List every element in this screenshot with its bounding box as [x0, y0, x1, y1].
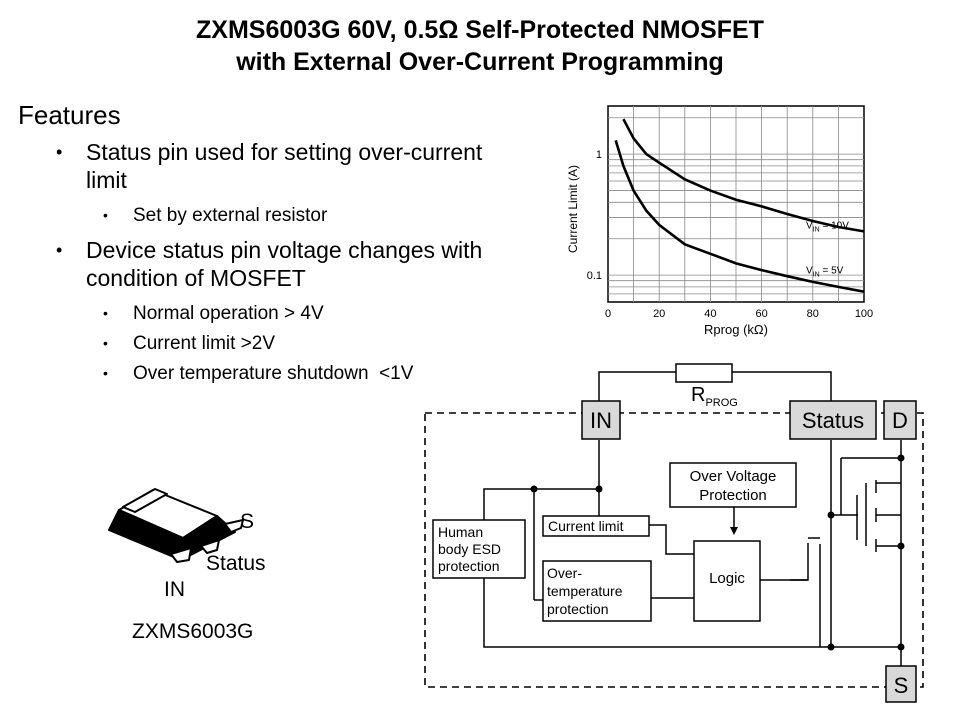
series-line-1: [614, 140, 865, 293]
series-label-0: VIN = 10V: [806, 220, 849, 233]
package-part-number: ZXMS6003G: [132, 620, 254, 643]
esd-line-3: protection: [438, 558, 499, 574]
pin-d-label: D: [892, 408, 908, 433]
bullet-status-voltage: Device status pin voltage changes with c…: [56, 236, 516, 292]
logic-label: Logic: [709, 570, 745, 587]
rprog-label: RPROG: [691, 384, 738, 409]
chart-grid: [607, 105, 865, 303]
pin-d-box: [883, 400, 917, 440]
package-pin-s-label: S: [240, 510, 255, 533]
rprog-resistor: [675, 363, 733, 383]
ot-line-2: temperature: [547, 583, 623, 599]
y-tick-label: 0.1: [587, 270, 602, 282]
logic-block: [693, 540, 761, 622]
current-limit-label: Current limit: [548, 518, 624, 534]
over-temperature-block: [542, 560, 652, 622]
pin-status-box: [789, 400, 877, 440]
x-tick-label: 80: [807, 308, 819, 320]
title-line-1: ZXMS6003G 60V, 0.5Ω Self-Protected NMOSF…: [196, 16, 764, 44]
pin-in-label: IN: [590, 408, 612, 433]
esd-line-1: Human: [438, 524, 483, 540]
feature-list: Status pin used for setting over-current…: [56, 138, 516, 390]
slide-title: ZXMS6003G 60V, 0.5Ω Self-Protected NMOSF…: [0, 14, 960, 78]
bullet-status-pin: Status pin used for setting over-current…: [56, 138, 516, 194]
pin-s-box: [885, 665, 917, 703]
package-pin-in-label: IN: [164, 578, 185, 601]
package-pin-status-label: Status: [206, 552, 266, 575]
sub-bullet-normal-operation: Normal operation > 4V: [103, 299, 516, 328]
junction-dots: [530, 454, 905, 651]
y-tick-label: 1: [596, 149, 602, 161]
x-tick-label: 40: [704, 308, 716, 320]
package-boundary: [424, 412, 924, 688]
series-line-0: [622, 118, 865, 233]
current-limit-block: [542, 515, 650, 537]
esd-line-2: body ESD: [438, 541, 501, 557]
esd-protection-block: [432, 519, 526, 579]
sub-bullet-over-temperature: Over temperature shutdown <1V: [103, 359, 516, 388]
features-heading: Features: [18, 100, 121, 130]
pin-in-box: [581, 400, 621, 440]
x-tick-label: 100: [855, 308, 873, 320]
x-tick-label: 60: [755, 308, 767, 320]
circuit-diagram: RPROG: [424, 363, 924, 703]
title-line-2: with External Over-Current Programming: [236, 48, 724, 76]
over-voltage-protection-block: [669, 462, 797, 508]
x-axis-label: Rprog (kΩ): [704, 322, 768, 337]
x-tick-label: 0: [605, 308, 611, 320]
sot223-package-illustration: [108, 488, 244, 563]
pin-status-label: Status: [802, 408, 864, 433]
y-axis-label: Current Limit (A): [566, 165, 580, 253]
series-label-1: VIN = 5V: [806, 266, 844, 279]
ovp-line-2: Protection: [699, 487, 767, 504]
pin-s-label: S: [894, 673, 909, 698]
sub-bullet-current-limit: Current limit >2V: [103, 329, 516, 358]
ovp-line-1: Over Voltage: [690, 468, 777, 485]
sub-bullet-external-resistor: Set by external resistor: [103, 201, 516, 230]
chart-lines: [614, 118, 865, 293]
ot-line-3: protection: [547, 601, 608, 617]
circuit-wires: [483, 440, 902, 666]
ot-line-1: Over-: [547, 565, 582, 581]
x-tick-label: 20: [653, 308, 665, 320]
